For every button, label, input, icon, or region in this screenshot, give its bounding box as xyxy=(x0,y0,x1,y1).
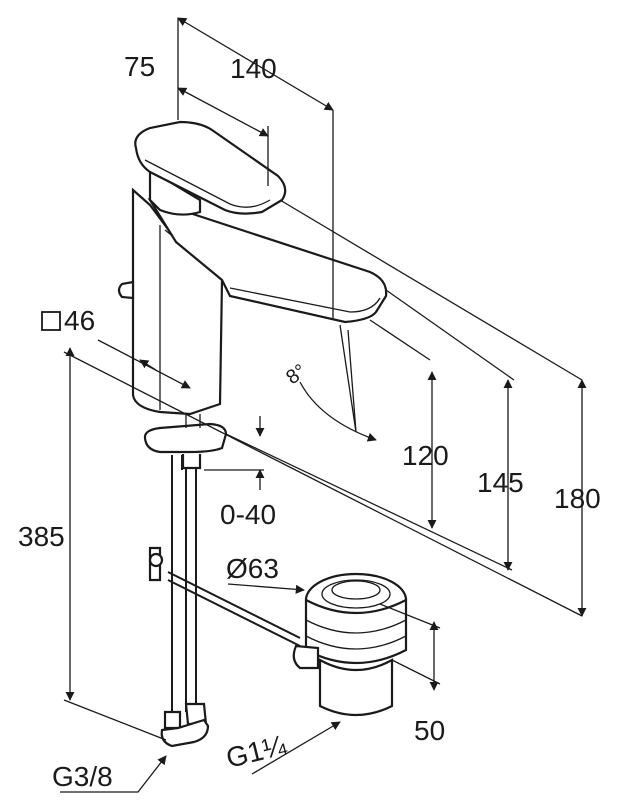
label-d63: Ø63 xyxy=(226,553,279,584)
dimension-0-40: 0-40 xyxy=(204,416,276,530)
label-180: 180 xyxy=(554,483,601,514)
dimension-g3-8: G3/8 xyxy=(52,755,167,793)
dimension-angle: 8° xyxy=(282,324,377,442)
dimension-75: 75 xyxy=(124,51,269,186)
mounting-plate xyxy=(143,414,228,470)
drain-pull-rod xyxy=(148,546,301,647)
label-0-40: 0-40 xyxy=(220,499,276,530)
dimension-145: 145 xyxy=(477,379,524,571)
label-385: 385 xyxy=(18,521,65,552)
dimension-d63: Ø63 xyxy=(226,553,305,594)
label-120: 120 xyxy=(402,440,449,471)
square-symbol xyxy=(41,311,61,331)
supply-hoses xyxy=(160,455,210,748)
dimension-50: 50 xyxy=(379,603,445,746)
label-g1-1-4: G1¼ xyxy=(223,729,290,774)
label-140: 140 xyxy=(230,53,277,84)
faucet-body xyxy=(117,187,388,416)
faucet-lever xyxy=(134,120,287,216)
dimension-385: 385 xyxy=(18,347,167,741)
label-g3-8: G3/8 xyxy=(52,761,113,792)
popup-drain xyxy=(292,572,408,716)
label-75: 75 xyxy=(124,51,155,82)
extension-lines xyxy=(63,199,583,617)
dimension-180: 180 xyxy=(554,379,601,617)
dimension-46: 46 xyxy=(41,305,191,389)
label-145: 145 xyxy=(477,467,524,498)
dimension-120: 120 xyxy=(402,371,449,529)
label-46: 46 xyxy=(64,305,95,336)
label-50: 50 xyxy=(414,715,445,746)
dimension-g1-1-4: G1¼ xyxy=(223,721,341,775)
label-8deg: 8° xyxy=(282,360,310,389)
dimension-140: 140 xyxy=(177,17,334,320)
